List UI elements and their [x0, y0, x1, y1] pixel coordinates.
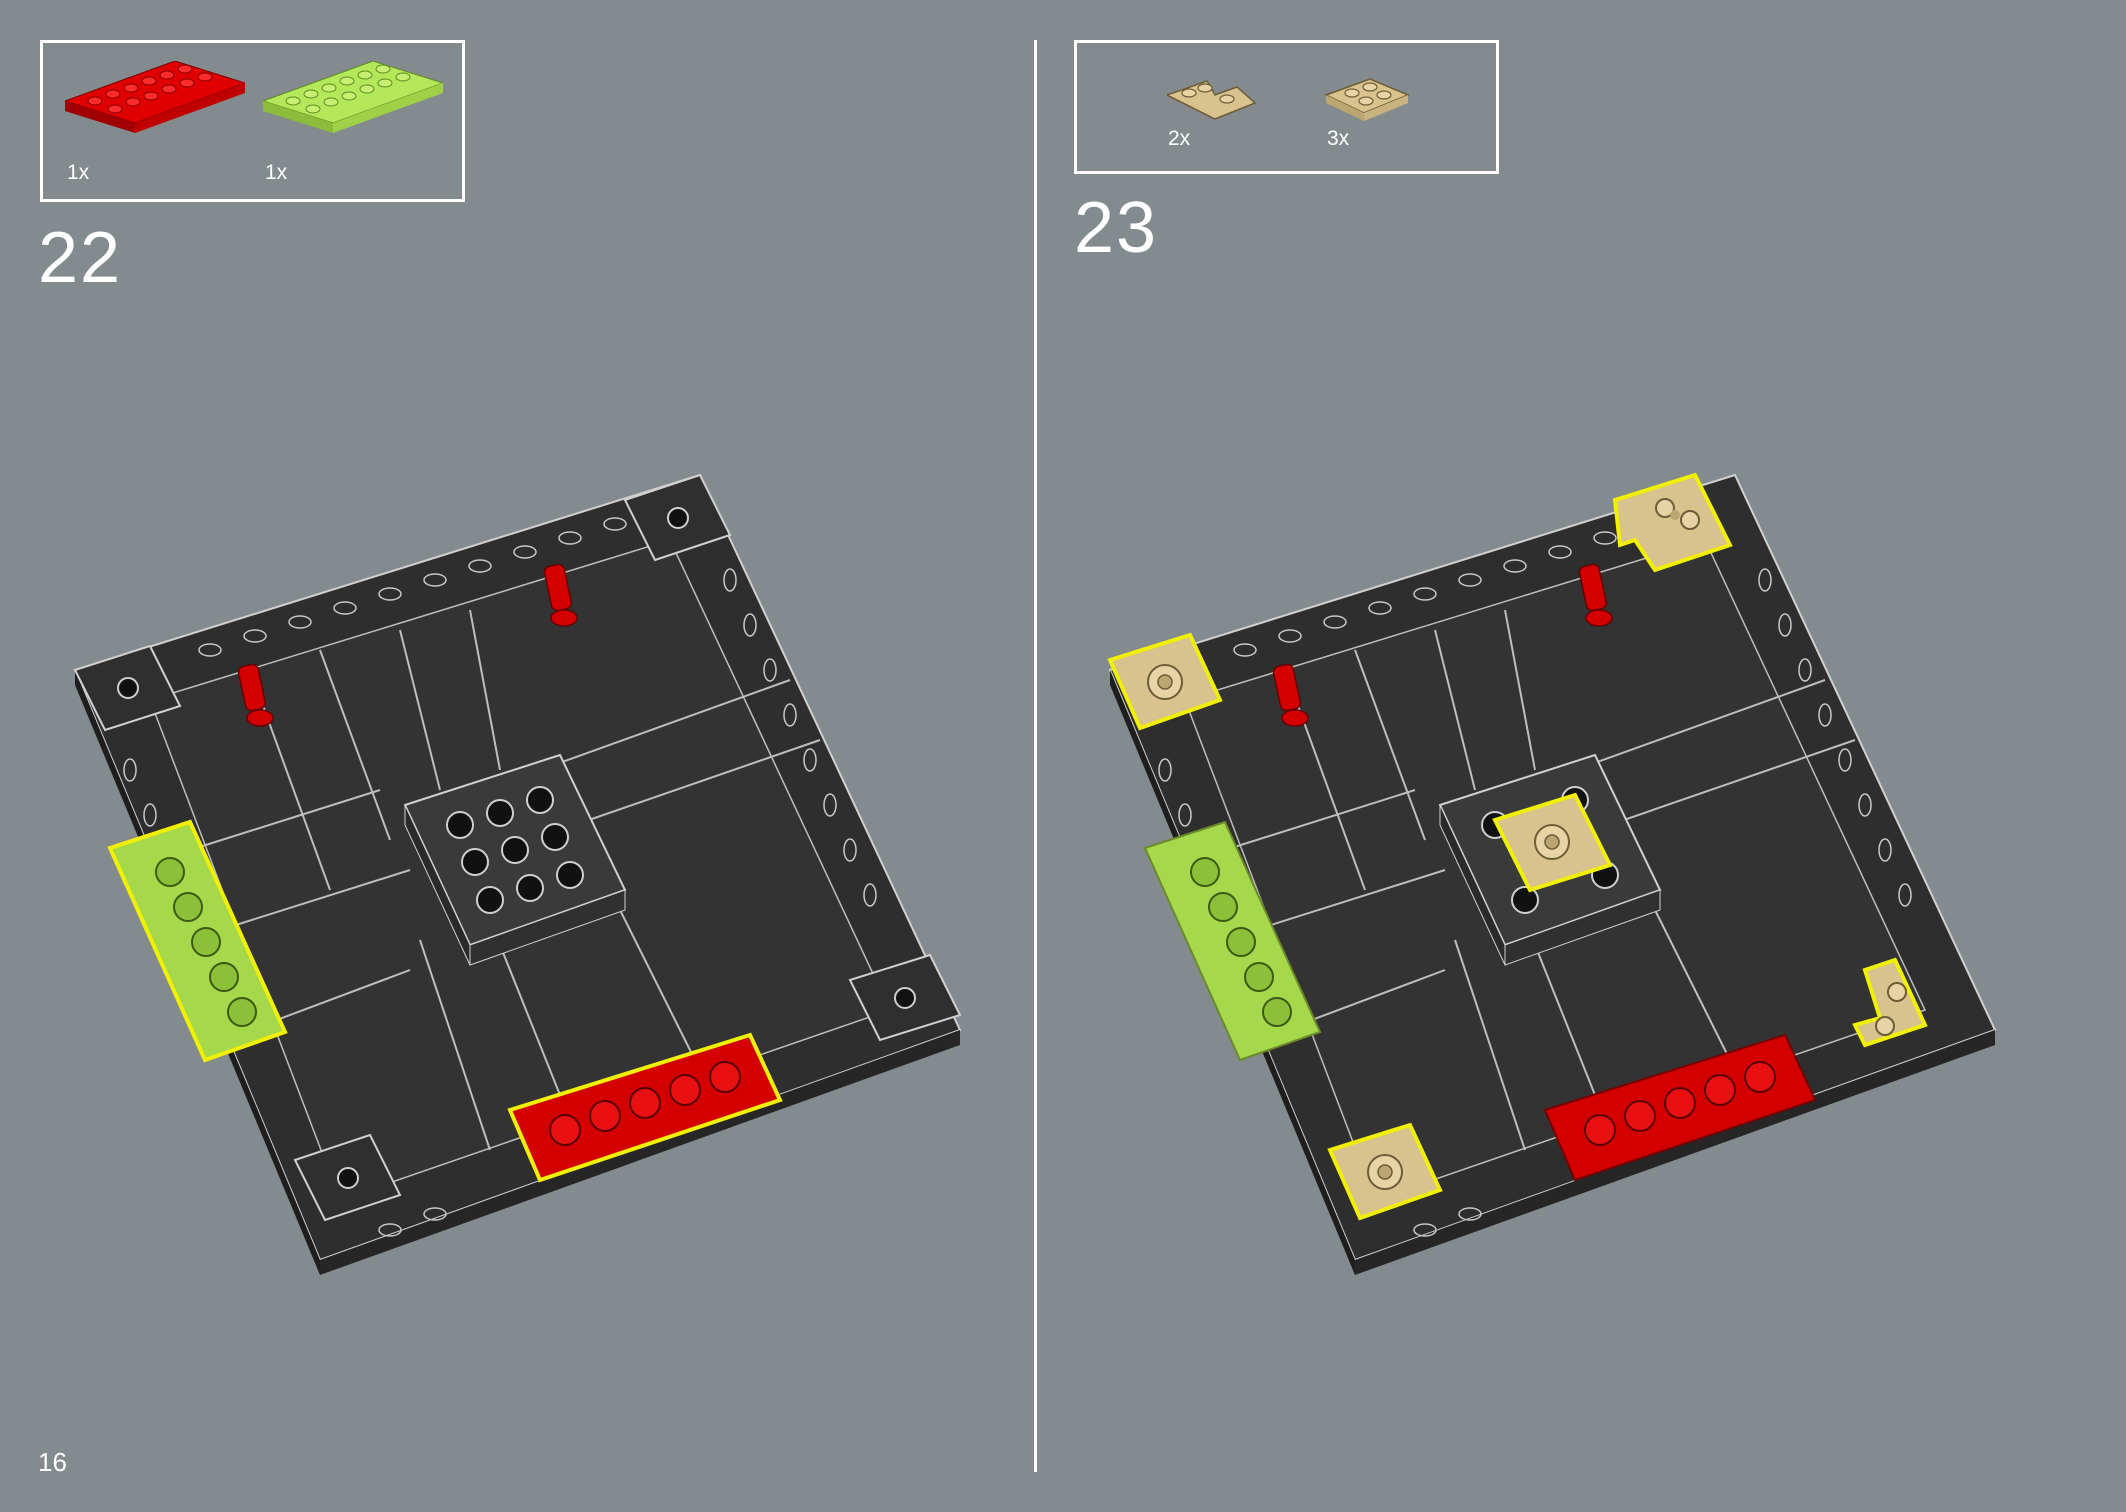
- step-number-23: 23: [1074, 188, 1159, 268]
- page-divider: [1034, 40, 1037, 1472]
- model-step-23: [1107, 472, 1997, 1275]
- lime-plate-qty: 1x: [265, 161, 288, 184]
- red-plate-qty: 1x: [67, 161, 90, 184]
- tan-plate-corner-tl: [1107, 632, 1223, 731]
- tan-plate-center: [1492, 792, 1613, 893]
- page-number: 16: [38, 1447, 67, 1477]
- parts-callout-step-22: 1x 1x: [40, 40, 465, 202]
- tan-plate-qty: 3x: [1327, 127, 1350, 150]
- tan-plate-icon: [1324, 78, 1410, 121]
- lime-plate-placed: [107, 819, 288, 1063]
- tan-corner-plate-tr: [1612, 472, 1733, 573]
- model-step-22: [73, 473, 962, 1275]
- tan-corner-plate-qty: 2x: [1168, 127, 1191, 150]
- tan-plate-corner-bl: [1327, 1122, 1443, 1221]
- red-pin-2: [543, 563, 578, 627]
- lime-plate-icon: [263, 61, 443, 133]
- red-plate-placed: [507, 1032, 783, 1183]
- tan-corner-plate-icon: [1167, 80, 1257, 120]
- red-pin-1: [237, 663, 274, 727]
- tan-corner-plate-br: [1852, 957, 1928, 1048]
- lime-plate-placed-23: [1143, 820, 1322, 1062]
- red-plate-placed-23: [1543, 1033, 1817, 1182]
- step-number-22: 22: [38, 218, 123, 298]
- red-plate-icon: [65, 61, 245, 133]
- parts-callout-step-23: 2x 3x: [1074, 40, 1499, 174]
